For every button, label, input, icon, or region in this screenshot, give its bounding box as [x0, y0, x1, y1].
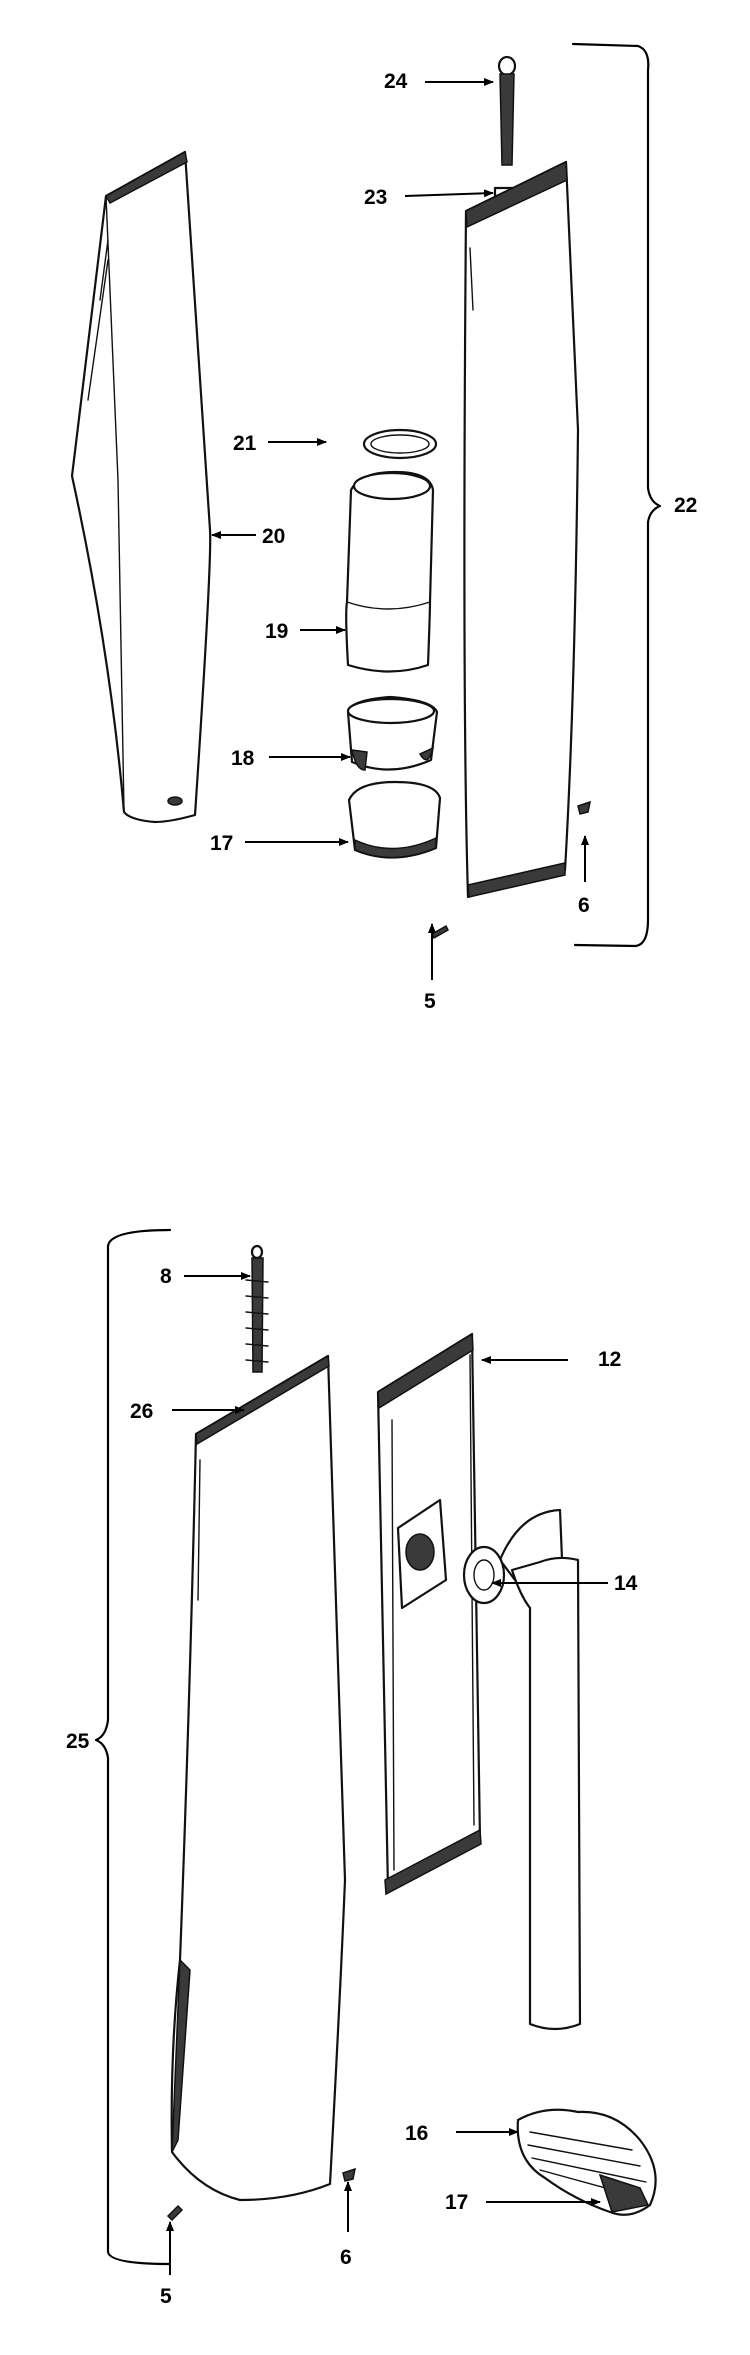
callout-18: 18: [231, 747, 255, 770]
callout-16: 16: [405, 2122, 428, 2145]
callout-6-bottom: 6: [340, 2246, 352, 2269]
fill-tube-part-14: [462, 1508, 582, 2031]
adapter-part-18: [346, 695, 439, 771]
outer-bag-part-26: [170, 1354, 347, 2202]
callout-24: 24: [384, 70, 408, 93]
callout-19: 19: [265, 620, 288, 643]
callout-5-top: 5: [424, 990, 436, 1013]
filter-part-19: [345, 470, 435, 673]
callout-26: 26: [130, 1400, 153, 1423]
brace-25: [94, 1228, 172, 2266]
outer-bag-assembly-part-22: [463, 160, 580, 899]
callout-17: 17: [210, 832, 233, 855]
clip-part-6-top: [577, 800, 591, 815]
ring-part-21: [362, 428, 438, 460]
callout-23: 23: [364, 186, 387, 209]
callout-20: 20: [262, 525, 285, 548]
spring-part-8: [245, 1244, 269, 1373]
callout-5-bottom: 5: [160, 2285, 172, 2308]
leader-23: [404, 189, 494, 198]
screw-part-5-top: [431, 924, 449, 940]
top-figure: 24 23 22 21 20 19 18 17 6 5: [70, 42, 697, 1013]
brace-22: [571, 42, 662, 948]
callout-14: 14: [614, 1572, 638, 1595]
outer-bag-part-20: [70, 150, 212, 824]
callout-25: 25: [66, 1730, 90, 1753]
clip-part-6-bottom: [342, 2167, 356, 2182]
bottom-figure: 8 12 26 14 25 16 17 6 5: [66, 1228, 657, 2308]
panel-part-12: [376, 1332, 482, 1896]
callout-12: 12: [598, 1348, 621, 1371]
callout-8: 8: [160, 1265, 172, 1288]
screw-part-5-bottom: [166, 2204, 184, 2222]
spring-part-24: [497, 55, 517, 166]
callout-22: 22: [674, 494, 697, 517]
hose-part-16: [516, 2108, 657, 2216]
callout-17-bottom: 17: [445, 2191, 468, 2214]
callout-21: 21: [233, 432, 257, 455]
grommet-part-17: [347, 780, 442, 859]
callout-6-top: 6: [578, 894, 590, 917]
